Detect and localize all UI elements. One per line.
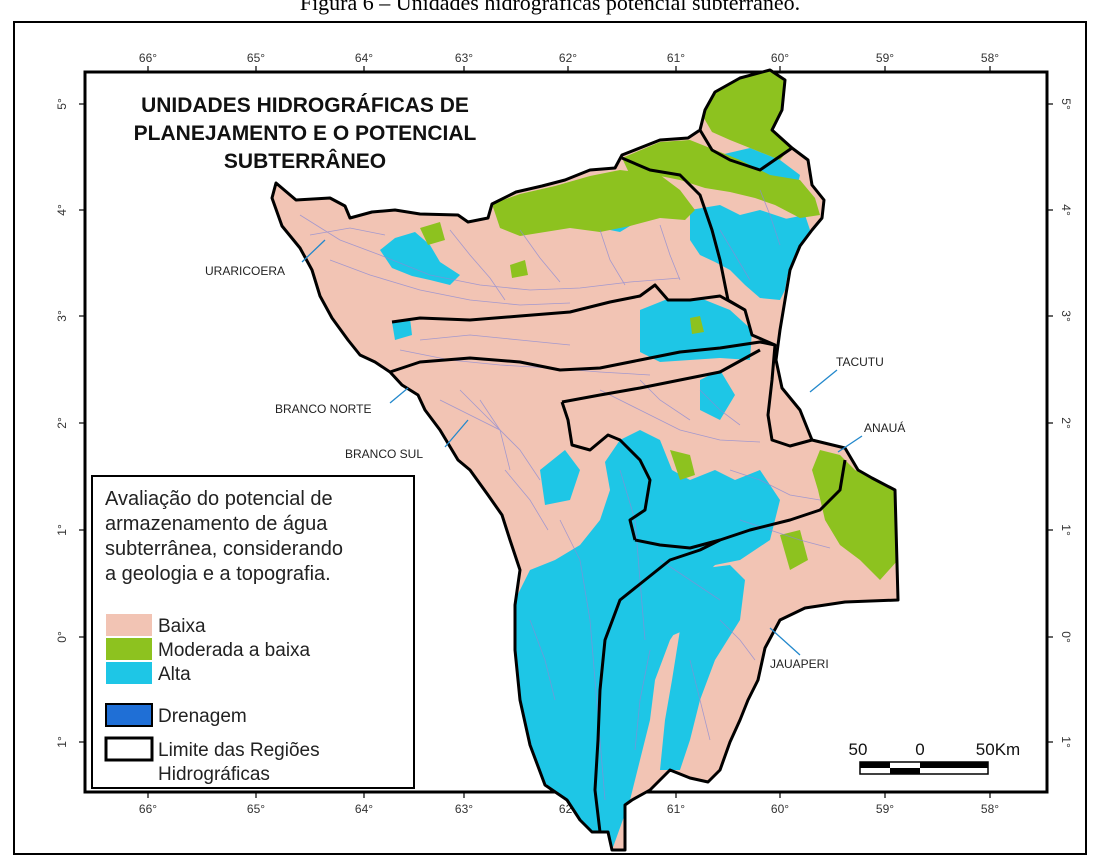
legend-label-drenagem: Drenagem — [158, 706, 247, 727]
region-label-uraricoera: URARICOERA — [205, 264, 285, 278]
region-label-tacutu: TACUTU — [836, 355, 884, 369]
moderada-areas — [420, 70, 898, 580]
region-label-branconorte: BRANCO NORTE — [275, 402, 371, 416]
boundary-tacutu — [621, 156, 746, 312]
lon-label-top: 59° — [876, 51, 894, 65]
lon-label-top: 62° — [559, 51, 577, 65]
lon-label-bottom: 59° — [876, 802, 894, 816]
lat-label-right: 1° — [1059, 524, 1073, 536]
lat-label-left: 1° — [55, 524, 69, 536]
legend-swatch-alta — [106, 662, 152, 684]
leader-anaua — [837, 435, 863, 453]
lat-label-right: 2° — [1059, 417, 1073, 429]
legend-title-line: a geologia e a topografia. — [105, 563, 331, 585]
lon-label-top: 63° — [455, 51, 473, 65]
leader-branconorte — [389, 387, 409, 404]
lon-label-bottom: 63° — [455, 802, 473, 816]
lat-label-left: 4° — [55, 204, 69, 216]
lat-label-left: 5° — [55, 98, 69, 110]
boundary-jauaperi — [593, 538, 721, 833]
map-title-line1: UNIDADES HIDROGRÁFICAS DE — [141, 94, 469, 117]
lon-label-bottom: 65° — [247, 802, 265, 816]
lon-label-bottom: 60° — [771, 802, 789, 816]
leader-uraricoera — [301, 239, 326, 263]
legend: Avaliação do potencial de armazenamento … — [91, 475, 415, 789]
legend-swatch-moderada — [106, 638, 152, 660]
lat-label-left: 2° — [55, 417, 69, 429]
lon-label-top: 61° — [667, 51, 685, 65]
lat-label-right: 3° — [1059, 310, 1073, 322]
boundary-brancosul-west — [560, 401, 652, 541]
lon-label-bottom: 66° — [139, 802, 157, 816]
lat-label-right: 4° — [1059, 204, 1073, 216]
boundary-anaua — [634, 459, 847, 550]
boundary-branconorte-south — [389, 340, 813, 448]
legend-swatch-limite — [104, 736, 154, 762]
lon-label-bottom: 61° — [667, 802, 685, 816]
region-label-brancosul: BRANCO SUL — [345, 447, 423, 461]
legend-title-line: subterrânea, considerando — [105, 538, 343, 560]
lon-label-top: 64° — [355, 51, 373, 65]
leader-jauaperi — [769, 627, 801, 656]
lon-label-bottom: 58° — [981, 802, 999, 816]
legend-label-moderada: Moderada a baixa — [158, 640, 311, 661]
legend-title-line: armazenamento de água — [105, 513, 328, 535]
lon-label-top: 65° — [247, 51, 265, 65]
lon-label-top: 60° — [771, 51, 789, 65]
lat-label-right: 1° — [1059, 736, 1073, 748]
region-boundaries — [270, 68, 900, 852]
legend-swatch-drenagem — [105, 703, 153, 727]
legend-swatch-baixa — [106, 614, 152, 636]
lon-label-bottom: 64° — [355, 802, 373, 816]
graticule-ticks — [79, 66, 1053, 798]
boundary-branconorte-brancosul — [561, 348, 761, 404]
map-title-line2: PLANEJAMENTO E O POTENCIAL — [134, 122, 477, 145]
scale-bar: 50 0 50Km — [849, 740, 1020, 775]
lat-label-left: 3° — [55, 310, 69, 322]
map-title-line3: SUBTERRÂNEO — [224, 149, 386, 173]
legend-label-limite: Limite das Regiões — [158, 740, 320, 761]
drainage-network — [299, 189, 831, 801]
legend-label-alta: Alta — [158, 664, 191, 685]
lat-label-right: 5° — [1059, 98, 1073, 110]
lon-label-top: 66° — [139, 51, 157, 65]
lat-label-left: 0° — [55, 631, 69, 643]
figure-caption: Figura 6 – Unidades hidrográficas potenc… — [299, 0, 801, 15]
region-label-anaua: ANAUÁ — [864, 420, 905, 435]
legend-label-baixa: Baixa — [158, 616, 206, 637]
legend-label-limite-2: Hidrográficas — [158, 764, 270, 785]
boundary-tacutu-east — [698, 129, 793, 172]
leader-brancosul — [444, 419, 469, 448]
state-outline — [270, 68, 900, 852]
legend-title-line: Avaliação do potencial de — [105, 488, 333, 510]
scale-label-mid: 0 — [915, 740, 924, 759]
leader-tacutu — [809, 369, 838, 393]
lat-label-left: 1° — [55, 736, 69, 748]
lon-label-top: 58° — [981, 51, 999, 65]
scale-label-right: 50Km — [976, 740, 1020, 759]
region-label-jauaperi: JAUAPERI — [770, 657, 829, 671]
scale-label-left: 50 — [849, 740, 868, 759]
lat-label-right: 0° — [1059, 631, 1073, 643]
